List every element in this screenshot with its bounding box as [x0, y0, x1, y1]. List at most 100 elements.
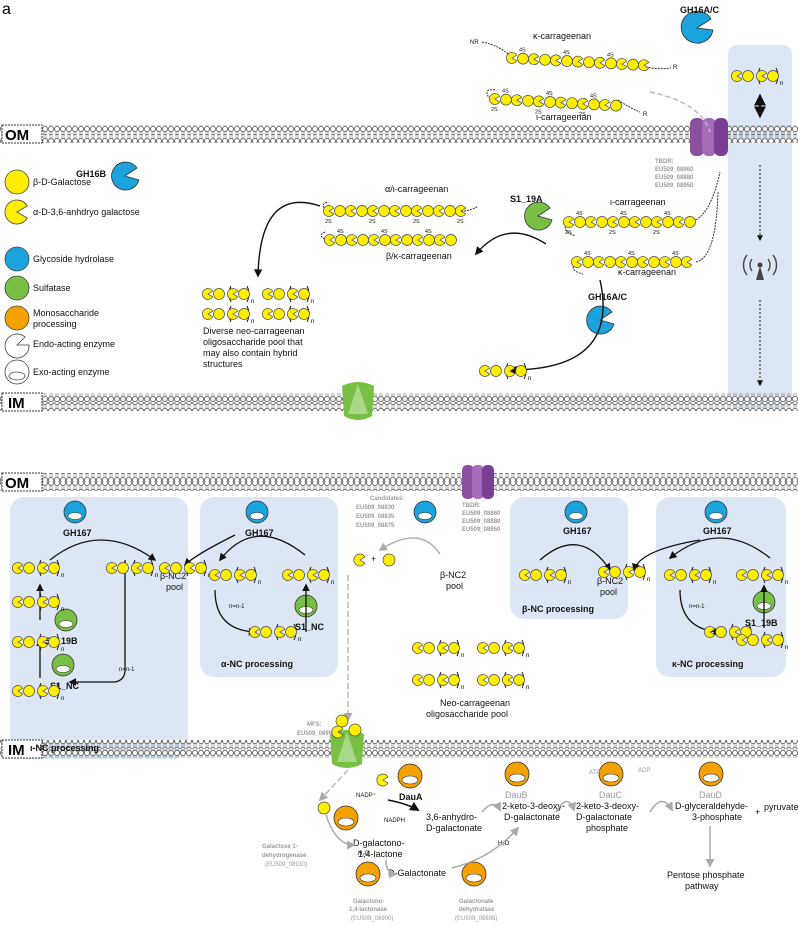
free-galactose-im: [317, 801, 331, 815]
anhydrogalactose-unit: [555, 96, 567, 109]
met-galactonate: D-Galactonate: [388, 868, 446, 878]
galactose-unit: [23, 596, 35, 608]
repeat-n: n: [331, 580, 334, 586]
sulfate-label: 2S: [579, 112, 586, 118]
sulfate-label: 2S: [491, 107, 498, 113]
galactose-unit: [530, 569, 542, 581]
anhydrogalactose-unit: [345, 205, 357, 217]
galactose-unit: [23, 562, 35, 574]
galactose-unit: [539, 53, 551, 66]
tbdr-gene-a-3: EU509_08950: [655, 183, 694, 189]
anhydrogalactose-unit: [489, 93, 501, 105]
anhydrogalactose-unit: [346, 234, 358, 246]
chain-alpha-iota: α/ι-carrageenan: [385, 184, 448, 194]
met-ppp-2: pathway: [685, 881, 719, 891]
galactose-unit: [379, 234, 391, 246]
gh167-label-kappa: GH167: [703, 526, 732, 536]
anhydrogalactose-unit: [262, 288, 274, 300]
anhydrogalactose-unit: [572, 55, 584, 68]
tail-3: [486, 89, 496, 99]
lactonase-1: Galactono-: [353, 899, 384, 905]
anhydrogalactose-unit: [390, 234, 402, 246]
anhydrogalactose-unit: [12, 596, 24, 608]
galactose-unit: [448, 674, 460, 686]
repeat-n: n: [528, 376, 531, 382]
iota-nc-box: [10, 497, 188, 759]
met-ketop-1: 2-keto-3-deoxy-: [576, 801, 639, 811]
arrow-alpha-down: [214, 589, 257, 636]
galactose-unit: [604, 256, 616, 268]
sulfate-label: 2S: [535, 109, 542, 115]
im-label-a: IM: [8, 395, 25, 412]
anhydrogalactose-unit: [616, 58, 628, 70]
anhydrogalactose-unit: [577, 97, 589, 110]
galactose-unit: [423, 234, 435, 246]
n-minus-alpha: n=n-1: [229, 604, 245, 610]
legend-anhydro-icon: [4, 199, 28, 225]
anhydrogalactose-unit: [202, 288, 214, 300]
anhydrogalactose-unit: [202, 308, 214, 320]
end-nr: NR: [470, 40, 479, 46]
met-ppp-1: Pentose phosphate: [667, 870, 745, 880]
anhydrogalactose-unit: [673, 216, 685, 228]
anhydrogalactose-unit: [502, 642, 514, 654]
bnc2-pool-left-2: pool: [166, 582, 183, 592]
arrow-kappa-pool: [632, 539, 701, 572]
arrow-candidate: [378, 537, 441, 555]
alpha-nc-title: α-NC processing: [221, 659, 293, 669]
galactose-unit: [596, 216, 608, 228]
met-lactone-1: D-galactono-: [353, 838, 405, 848]
galactose-unit: [670, 256, 682, 268]
mfs-transporter-a: [342, 382, 374, 420]
atp-label: ATP: [589, 770, 600, 776]
arrow-alpha-gh: [219, 535, 306, 562]
om-label-a: OM: [5, 127, 29, 144]
galactose-unit: [742, 70, 754, 82]
galactose-unit: [488, 674, 500, 686]
galactose-unit: [662, 216, 674, 228]
candidates-gene-2: EU509_08835: [356, 514, 395, 520]
anhydrogalactose-unit: [412, 234, 424, 246]
bnc2-pool-left-1: β-NC2: [160, 571, 186, 581]
anhydrogalactose-unit: [411, 205, 423, 217]
legend-endo: Endo-acting enzyme: [33, 339, 115, 349]
s1-19a-label: S1_19A: [510, 194, 543, 204]
arrow-dauc: [555, 800, 576, 813]
galactose-unit: [747, 634, 759, 646]
s1-19b-enzyme-iota: [54, 608, 78, 632]
anhydrogalactose-unit: [234, 569, 246, 581]
anhydrogalactose-unit: [689, 569, 701, 581]
galactose-unit: [357, 234, 369, 246]
beta-nc-box: [510, 497, 628, 619]
pool-text-3: may also contain hybrid: [203, 348, 298, 358]
gal-dh-1: Galactose 1-: [262, 844, 298, 850]
anhydrogalactose-unit: [12, 562, 24, 574]
mfs-gene: EU509_08950: [297, 731, 336, 737]
galactose-unit: [195, 562, 207, 574]
galactose-unit: [378, 205, 390, 217]
kappa-nc-title: κ-NC processing: [672, 659, 744, 669]
anhydrogalactose-unit: [585, 216, 597, 228]
daua-enzyme: [397, 763, 423, 789]
anhydrogalactose-unit: [209, 569, 221, 581]
tail-4: [617, 99, 641, 113]
tbdr-gene-a-2: EU509_08880: [655, 175, 694, 181]
repeat-n: n: [251, 299, 254, 305]
galactose-unit: [648, 256, 660, 268]
iota-nc-title: ι-NC processing: [30, 743, 99, 753]
legend-sulfatase: Sulfatase: [33, 283, 71, 293]
gh16ac-enzyme-top: [680, 10, 714, 44]
met-keto-1: 2-keto-3-deoxy-: [502, 801, 565, 811]
end-r-2: R: [643, 112, 648, 118]
s1-19b-label-iota: S1_19B: [45, 636, 78, 646]
anhydrogalactose-unit: [12, 636, 24, 648]
galactose-unit: [574, 216, 586, 228]
tbdr-transporter-b: [462, 465, 494, 499]
galactose-unit: [273, 288, 285, 300]
galactose-unit: [634, 566, 646, 578]
repeat-n: n: [785, 580, 788, 586]
anhydrogalactose-unit: [599, 99, 611, 111]
galactose-unit: [675, 569, 687, 581]
arrow-daua: [387, 799, 420, 811]
